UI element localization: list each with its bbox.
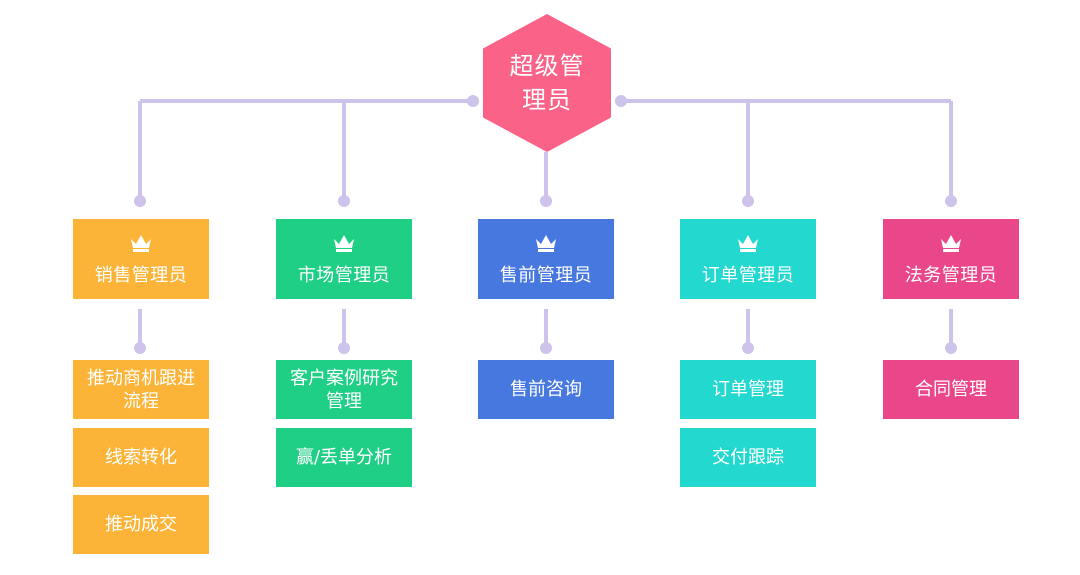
root-right-connector-dot — [615, 95, 627, 107]
root-left-connector-dot — [467, 95, 479, 107]
crown-icon — [941, 235, 961, 252]
task-node-marketing-2[interactable]: 赢/丢单分析 — [276, 428, 412, 487]
role-node-label: 订单管理员 — [701, 265, 795, 286]
task-node-sales-3[interactable]: 推动成交 — [73, 495, 209, 554]
role-node-label: 售前管理员 — [499, 265, 593, 286]
task-node-order-1[interactable]: 订单管理 — [680, 360, 816, 419]
crown-icon — [738, 235, 758, 252]
task-connector-dot-order — [742, 342, 754, 354]
task-node-label: 线索转化 — [105, 447, 177, 468]
task-node-order-2[interactable]: 交付跟踪 — [680, 428, 816, 487]
crown-icon — [536, 235, 556, 252]
root-node-label: 超级管理员 — [509, 52, 585, 114]
crown-icon — [131, 235, 151, 252]
role-node-label: 法务管理员 — [904, 265, 998, 286]
role-node-order-admin[interactable]: 订单管理员 — [680, 219, 816, 299]
task-node-label: 订单管理 — [712, 379, 784, 400]
role-node-sales-admin[interactable]: 销售管理员 — [73, 219, 209, 299]
role-connector-dot-marketing — [338, 195, 350, 207]
crown-icon — [334, 235, 354, 252]
task-node-label: 赢/丢单分析 — [295, 447, 393, 468]
task-node-label: 合同管理 — [915, 379, 987, 400]
hexagon-shape — [483, 14, 611, 152]
role-node-label: 市场管理员 — [297, 265, 391, 286]
task-node-presales-1[interactable]: 售前咨询 — [478, 360, 614, 419]
role-node-presales-admin[interactable]: 售前管理员 — [478, 219, 614, 299]
role-connector-dot-presales — [540, 195, 552, 207]
role-connector-dot-sales — [134, 195, 146, 207]
root-node-super-admin[interactable]: 超级管理员 — [483, 14, 611, 152]
role-node-label: 销售管理员 — [94, 265, 188, 286]
task-node-label: 交付跟踪 — [712, 447, 784, 468]
task-node-label: 客户案例研究管理 — [290, 367, 398, 412]
role-connector-dot-order — [742, 195, 754, 207]
task-connector-dot-presales — [540, 342, 552, 354]
task-node-legal-1[interactable]: 合同管理 — [883, 360, 1019, 419]
role-node-legal-admin[interactable]: 法务管理员 — [883, 219, 1019, 299]
task-connector-dot-legal — [945, 342, 957, 354]
task-node-marketing-1[interactable]: 客户案例研究管理 — [276, 360, 412, 419]
task-connector-dot-sales — [134, 342, 146, 354]
role-connector-dot-legal — [945, 195, 957, 207]
task-connector-dot-marketing — [338, 342, 350, 354]
task-node-label: 推动商机跟进流程 — [87, 367, 195, 412]
task-node-label: 推动成交 — [105, 514, 177, 535]
task-node-sales-1[interactable]: 推动商机跟进流程 — [73, 360, 209, 419]
task-node-label: 售前咨询 — [510, 379, 582, 400]
role-node-marketing-admin[interactable]: 市场管理员 — [276, 219, 412, 299]
task-node-sales-2[interactable]: 线索转化 — [73, 428, 209, 487]
